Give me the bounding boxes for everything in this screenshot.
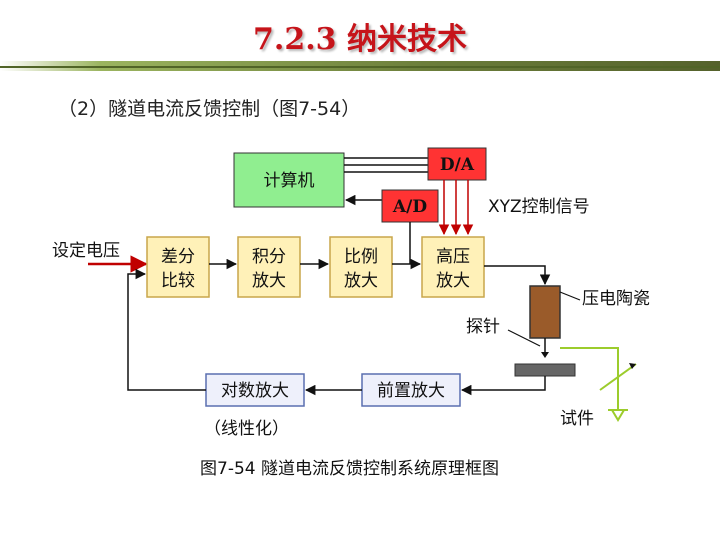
preamp-box (361, 373, 461, 407)
ground-symbol (610, 409, 626, 422)
sample-label: 试件 (560, 409, 594, 429)
figure-caption: 图7-54 隧道电流反馈控制系统原理框图 (200, 459, 499, 479)
piezo-label: 压电陶瓷 (582, 289, 650, 309)
setpoint-label: 设定电压 (52, 241, 120, 261)
hv-amp-box (421, 236, 485, 298)
diff-compare-line2: 比较 (161, 271, 195, 291)
xyz-signal-label: XYZ控制信号 (488, 197, 590, 217)
ad-label: A/D (392, 197, 427, 217)
probe-point (541, 352, 549, 358)
da-box (427, 147, 487, 181)
proportional-amp-box (329, 236, 393, 298)
title-divider-line (0, 66, 720, 68)
integral-amp-line1: 积分 (252, 247, 286, 267)
diff-compare-box (146, 236, 210, 298)
bias-arrowhead (629, 363, 636, 369)
hv-to-piezo-line (484, 265, 551, 286)
integral-amp-box (237, 236, 301, 298)
slide-title: 7.2.3 纳米技术 (253, 22, 467, 57)
slide-subtitle: （2）隧道电流反馈控制（图7-54） (58, 98, 361, 120)
log-amp-label: 对数放大 (221, 381, 289, 401)
sample-to-preamp-line (460, 376, 546, 396)
computer-label: 计算机 (264, 171, 315, 191)
da-label: D/A (440, 155, 475, 175)
probe-label: 探针 (466, 317, 500, 337)
hv-amp-line2: 放大 (436, 271, 470, 291)
probe-pointer (507, 329, 541, 347)
integral-amp-line2: 放大 (252, 271, 286, 291)
sample-bias-circuit (560, 347, 637, 411)
ad-box (381, 189, 439, 223)
piezo-pointer (559, 291, 581, 301)
piezo-ceramic (529, 285, 561, 339)
feedback-line (127, 268, 206, 391)
computer-da-bus (344, 157, 428, 173)
proportional-amp-line2: 放大 (344, 271, 378, 291)
computer-box (233, 152, 345, 208)
sample-plate (514, 363, 576, 377)
preamp-label: 前置放大 (377, 381, 445, 401)
diff-compare-line1: 差分 (161, 247, 195, 267)
hv-amp-line1: 高压 (436, 247, 470, 267)
xyz-control-lines (438, 180, 474, 236)
proportional-amp-line1: 比例 (344, 247, 378, 267)
linearize-label: （线性化） (204, 419, 289, 439)
